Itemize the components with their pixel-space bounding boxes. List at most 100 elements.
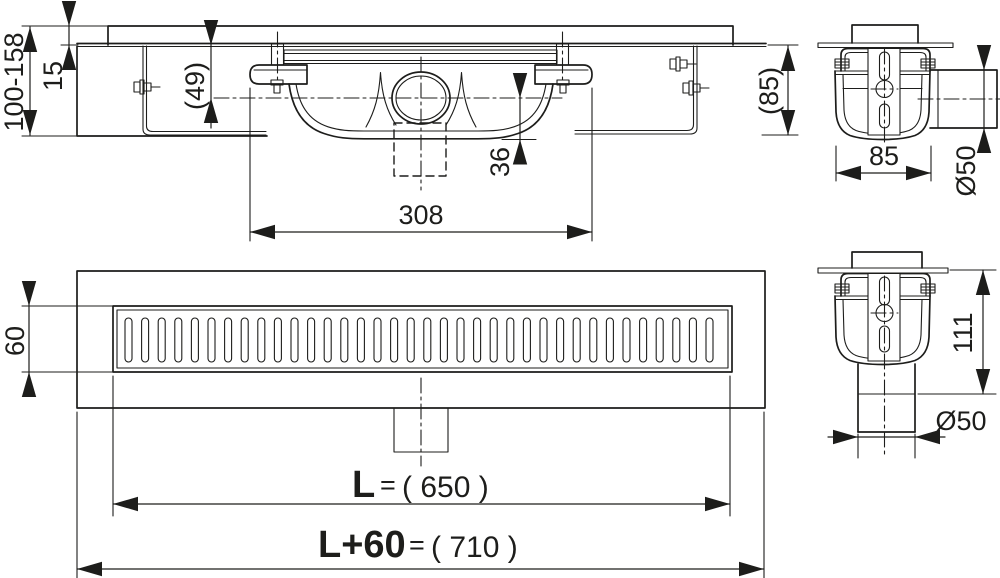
adjustment-slot — [878, 325, 891, 353]
clamp-tab — [920, 58, 936, 69]
dim-trap-width: 85 — [835, 141, 932, 182]
dim-body-width: 308 — [249, 87, 593, 242]
grate-slot — [224, 317, 233, 363]
dim-label-overall-value: ( 710 ) — [431, 531, 518, 564]
dim-tile-offset: 15 — [38, 1, 79, 91]
grate-slot — [522, 317, 531, 363]
bracket-bolt-icon — [669, 56, 697, 72]
grate-slot — [240, 317, 249, 363]
dim-label-equals: = — [380, 470, 396, 500]
dim-axis-depth: (49) — [180, 20, 219, 129]
grate-slot — [639, 317, 648, 363]
dim-install-height: 100-158 — [0, 25, 144, 137]
clamp-screw-icon — [270, 79, 284, 94]
dim-trap-height: 111 — [917, 269, 997, 395]
arrow-icon — [975, 270, 991, 295]
grate-slot — [124, 317, 133, 363]
grate-slot — [174, 317, 183, 363]
arrow-icon — [836, 165, 861, 181]
grate-slot — [373, 317, 382, 363]
arrow-icon — [906, 165, 931, 181]
grate-slot — [323, 317, 332, 363]
dim-label: Ø50 — [951, 145, 981, 196]
grate-slot — [456, 317, 465, 363]
clamp-tab — [920, 283, 936, 294]
left-screed-outline — [76, 45, 268, 137]
grate-slot — [406, 317, 415, 363]
inner-horn — [365, 71, 397, 128]
arrow-icon — [975, 369, 991, 394]
dim-grate-length: L = ( 650 ) — [112, 375, 731, 517]
vertical-outlet-pipe — [857, 363, 916, 433]
arrow-icon — [77, 561, 102, 577]
wall-upstand-plate — [851, 24, 919, 44]
dim-label-length-value: ( 650 ) — [402, 471, 489, 504]
clamp-screw-icon — [556, 79, 570, 94]
end-view-vertical-outlet: 111 Ø50 — [817, 251, 997, 459]
grate-slot — [589, 317, 598, 363]
flange-plate — [817, 42, 954, 49]
grate-slot — [655, 317, 664, 363]
arrow-icon — [61, 1, 77, 26]
wall-upstand-plate — [851, 251, 923, 269]
grate-slot — [605, 317, 614, 363]
dim-label: 308 — [398, 200, 443, 230]
end-view-horizontal-outlet: 85 Ø50 — [817, 24, 1000, 197]
arrow-icon — [512, 73, 528, 98]
dim-label: 36 — [485, 147, 515, 177]
grate-slot — [473, 317, 482, 363]
grate-slot — [356, 317, 365, 363]
grate-slot — [340, 317, 349, 363]
left-mounting-bracket — [133, 45, 267, 136]
plan-view: 60 L = ( 650 ) L+60 = ( 710 ) — [0, 270, 766, 578]
dim-label: (85) — [754, 67, 784, 115]
grate-slot — [572, 317, 581, 363]
dim-label: (49) — [180, 62, 210, 110]
bracket-bolt-icon — [682, 80, 710, 96]
grate-slot — [439, 317, 448, 363]
arrow-icon — [705, 496, 730, 512]
arrow-icon — [739, 561, 764, 577]
grate-slot — [207, 317, 216, 363]
arrow-icon — [203, 20, 219, 45]
grate-slot — [539, 317, 548, 363]
dim-label: 85 — [869, 141, 899, 171]
dim-bracket-height: (85) — [754, 44, 799, 136]
grate-slot — [257, 317, 266, 363]
floor-line — [76, 42, 767, 48]
grate-slot — [423, 317, 432, 363]
grate-slot — [307, 317, 316, 363]
dim-axis-to-bottom: 36 — [485, 73, 537, 177]
grate-slot — [672, 317, 681, 363]
wall-upstand-plate — [107, 25, 734, 46]
arrow-icon — [21, 281, 37, 306]
inner-horn — [445, 71, 477, 128]
dim-overall-length: L+60 = ( 710 ) — [76, 411, 765, 578]
grate-slot — [705, 317, 714, 363]
dim-pipe-diameter: Ø50 — [951, 45, 992, 197]
grate-slot — [290, 317, 299, 363]
clamp-tab — [834, 58, 850, 69]
grate-slot — [190, 317, 199, 363]
arrow-icon — [250, 224, 275, 240]
grate-slot — [506, 317, 515, 363]
dim-label-length-symbol: L — [352, 464, 375, 506]
clamp-tab — [834, 283, 850, 294]
grate-slot — [141, 317, 150, 363]
arrow-icon — [567, 224, 592, 240]
dim-label-overall-symbol: L+60 — [318, 524, 406, 566]
dim-label: 111 — [948, 312, 978, 353]
arrow-icon — [833, 429, 858, 445]
dim-label: 60 — [0, 326, 30, 356]
grate-frame — [112, 305, 733, 373]
grate-slot — [622, 317, 631, 363]
grate-slot — [688, 317, 697, 363]
hidden-outlet-spigot — [393, 122, 447, 177]
dim-channel-width: 60 — [0, 281, 114, 397]
front-section-view: 100-158 15 (49) 36 — [0, 1, 799, 242]
arrow-icon — [113, 496, 138, 512]
grate-slot — [157, 317, 166, 363]
grate-slot — [390, 317, 399, 363]
